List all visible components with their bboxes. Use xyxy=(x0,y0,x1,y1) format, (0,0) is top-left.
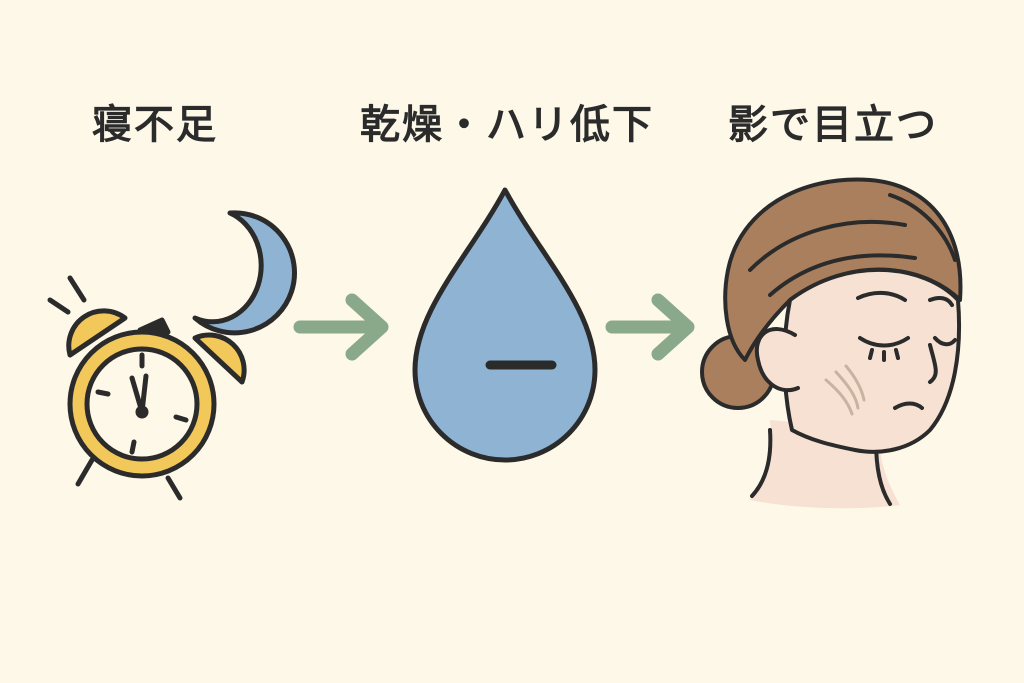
arrow-right-icon xyxy=(293,293,389,361)
alarm-clock-moon-icon xyxy=(47,210,297,501)
closed-eye xyxy=(858,336,910,348)
clock-right-bell xyxy=(192,332,247,385)
closed-eye xyxy=(933,336,957,347)
step-3-label: 影で目立つ xyxy=(728,102,938,148)
step-2-label: 乾燥・ハリ低下 xyxy=(360,102,654,148)
water-drop xyxy=(412,187,598,463)
arrow-right-icon xyxy=(605,293,695,361)
water-drop-minus-icon xyxy=(412,187,598,463)
shadow-lines xyxy=(824,364,866,416)
moon-icon xyxy=(192,210,297,336)
clock-left-bell xyxy=(66,308,128,358)
ear xyxy=(754,327,800,393)
step-1-label: 寝不足 xyxy=(92,102,218,148)
tired-woman-face-icon xyxy=(700,177,963,509)
